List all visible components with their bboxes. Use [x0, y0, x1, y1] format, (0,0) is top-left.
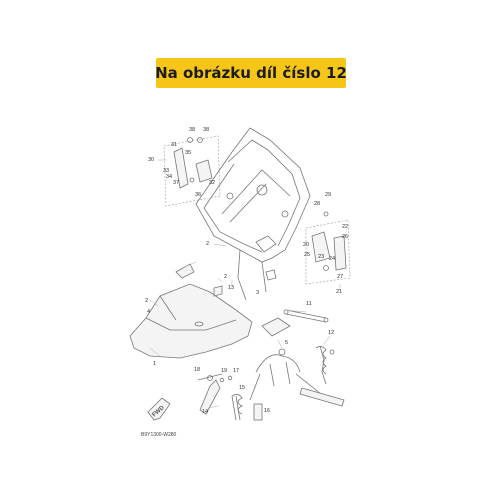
callout-38b: 38	[203, 127, 209, 133]
part-number-banner: Na obrázku díl číslo 12	[155, 58, 347, 88]
callout-2b: 2	[145, 298, 148, 304]
footrest-bracket-assembly-right	[305, 211, 351, 290]
pivot-shaft	[283, 309, 329, 323]
callout-17: 17	[233, 368, 239, 374]
callout-35: 35	[185, 150, 191, 156]
callout-labels: 38 38 31 30 33 34 37 35 32 36 29 28 22 2…	[141, 127, 348, 438]
callout-2c: 2	[224, 274, 227, 280]
under-cover-panel	[129, 263, 253, 359]
callout-leaders	[149, 243, 331, 409]
footrest-bracket-assembly-left	[158, 135, 221, 207]
diagram-code: B9Y1300-W280	[141, 432, 177, 438]
callout-22: 22	[342, 224, 348, 230]
callout-37: 37	[173, 180, 179, 186]
side-stand	[315, 345, 335, 385]
pedal-arm-assembly	[197, 373, 263, 421]
callout-36: 36	[195, 192, 201, 198]
callout-13: 13	[228, 285, 234, 291]
callout-32: 32	[209, 180, 215, 186]
callout-29: 29	[325, 192, 331, 198]
callout-38a: 38	[189, 127, 195, 133]
callout-14: 14	[202, 409, 208, 415]
callout-31: 31	[171, 142, 177, 148]
callout-33: 33	[163, 168, 169, 174]
callout-5: 5	[285, 340, 288, 346]
main-stand	[249, 348, 345, 407]
callout-11: 11	[306, 301, 312, 307]
callout-20: 20	[303, 242, 309, 248]
callout-1: 1	[153, 361, 156, 367]
callout-23: 23	[318, 254, 324, 260]
main-frame	[195, 127, 311, 301]
callout-28: 28	[314, 201, 320, 207]
callout-15: 15	[239, 385, 245, 391]
callout-16: 16	[264, 408, 270, 414]
callout-24: 24	[329, 256, 335, 262]
callout-18: 18	[194, 367, 200, 373]
callout-2a: 2	[206, 241, 209, 247]
callout-12: 12	[328, 330, 334, 336]
callout-3: 3	[256, 290, 259, 296]
forward-direction-arrow: FWD	[147, 397, 171, 421]
callout-4: 4	[147, 309, 150, 315]
callout-34: 34	[166, 174, 172, 180]
callout-21: 21	[336, 289, 342, 295]
callout-27: 27	[337, 274, 343, 280]
callout-26: 26	[342, 234, 348, 240]
callout-19: 19	[221, 368, 227, 374]
banner-text: Na obrázku díl číslo 12	[155, 64, 347, 82]
stand-plate	[261, 317, 291, 337]
callout-25: 25	[304, 252, 310, 258]
callout-30: 30	[148, 157, 154, 163]
